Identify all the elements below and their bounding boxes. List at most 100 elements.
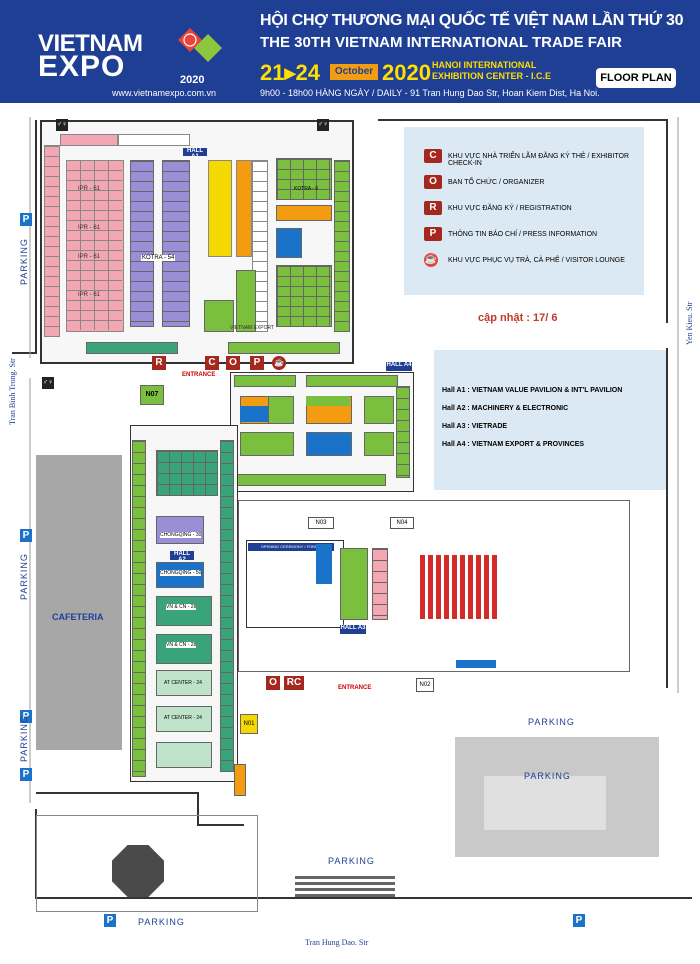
title-vietnamese: HỘI CHỢ THƯƠNG MẠI QUỐC TẾ VIỆT NAM LẦN … bbox=[260, 12, 684, 29]
booth-block[interactable] bbox=[204, 300, 234, 332]
booth-block[interactable] bbox=[276, 228, 302, 258]
vietrade-booth-block[interactable] bbox=[340, 548, 368, 620]
street-left: Tran Binh Trong. Str bbox=[8, 358, 17, 425]
n04-booth[interactable]: N04 bbox=[390, 517, 414, 529]
booth-column[interactable] bbox=[252, 160, 268, 332]
opening-forum-label: OPENING CEREMONY / FORUM bbox=[248, 543, 334, 551]
booth-block[interactable] bbox=[240, 406, 268, 422]
booth-row[interactable] bbox=[228, 342, 340, 354]
booth-block[interactable] bbox=[306, 396, 350, 406]
lounge-marker-icon[interactable]: ☕ bbox=[272, 356, 286, 370]
parking-icon: P bbox=[573, 914, 585, 927]
entrance-label: ENTRANCE bbox=[338, 685, 372, 691]
parking-label: PARKING bbox=[528, 717, 575, 727]
floor-plan-button[interactable]: FLOOR PLAN bbox=[596, 68, 676, 88]
cafeteria-area[interactable] bbox=[36, 455, 122, 750]
street-bottom: Tran Hung Dao. Str bbox=[305, 938, 369, 947]
booth-row[interactable] bbox=[306, 375, 398, 387]
website-link[interactable]: www.vietnamexpo.com.vn bbox=[112, 88, 217, 98]
booth-block[interactable] bbox=[236, 270, 256, 332]
booth-block[interactable] bbox=[156, 742, 212, 768]
n02-booth[interactable]: N02 bbox=[416, 678, 434, 692]
chongqing-30-label: CHONGQING - 30 bbox=[160, 532, 202, 538]
booth-block[interactable] bbox=[276, 158, 332, 200]
booth-block[interactable] bbox=[156, 706, 212, 732]
parking-label: PARKING bbox=[19, 238, 29, 285]
booth-block[interactable] bbox=[156, 670, 212, 696]
parking-icon: P bbox=[104, 914, 116, 927]
booth-block[interactable] bbox=[364, 432, 394, 456]
booth-row[interactable] bbox=[86, 342, 178, 354]
booth-row[interactable] bbox=[60, 134, 118, 146]
ipr-label: IPR - 61 bbox=[78, 186, 101, 192]
booth-column[interactable] bbox=[396, 386, 410, 478]
kotra-54-label: KOTRA - 54 bbox=[141, 255, 176, 261]
year-text: 2020 bbox=[382, 60, 431, 85]
opening-hours: 9h00 - 18h00 HÀNG NGÀY / DAILY - 91 Tran… bbox=[260, 88, 600, 98]
booth-column[interactable] bbox=[372, 548, 388, 620]
hall-a3-tag: HALL A3 bbox=[340, 625, 366, 634]
vncn-28-label: VN & CN - 28 bbox=[166, 642, 197, 648]
road-marking bbox=[295, 876, 395, 898]
date-range: 21▸24 bbox=[260, 60, 320, 85]
booth-block[interactable] bbox=[240, 432, 294, 456]
ipr-booth-grid bbox=[66, 160, 122, 330]
kotra-booth-block[interactable] bbox=[162, 160, 190, 327]
booth-block[interactable] bbox=[306, 432, 352, 456]
registration-checkin-marker[interactable]: RC bbox=[284, 676, 304, 690]
booth-column[interactable] bbox=[334, 160, 350, 332]
booth-block[interactable] bbox=[156, 634, 212, 664]
booth-block[interactable] bbox=[268, 396, 294, 424]
parking-icon: P bbox=[20, 213, 32, 226]
n07-booth[interactable]: N07 bbox=[140, 385, 164, 405]
booth-block[interactable] bbox=[364, 396, 394, 424]
booth-column[interactable] bbox=[236, 160, 252, 257]
booth-row[interactable] bbox=[234, 375, 296, 387]
vncn-28-label: VN & CN - 28 bbox=[166, 604, 197, 610]
legend-label: BAN TỔ CHỨC / ORGANIZER bbox=[448, 179, 545, 186]
title-english: THE 30TH VIETNAM INTERNATIONAL TRADE FAI… bbox=[260, 34, 622, 51]
legend-label: KHU VỰC ĐĂNG KÝ / REGISTRATION bbox=[448, 205, 572, 212]
ipr-label: IPR - 61 bbox=[78, 292, 101, 298]
legend-label: THÔNG TIN BÁO CHÍ / PRESS INFORMATION bbox=[448, 231, 598, 238]
logo-emblem-icon bbox=[178, 28, 222, 62]
legend-icon: P bbox=[424, 227, 442, 241]
kotra-booth-block[interactable] bbox=[130, 160, 154, 327]
booth-block[interactable] bbox=[156, 450, 218, 496]
logo-expo: EXPO bbox=[38, 50, 126, 83]
booth-row[interactable] bbox=[118, 134, 190, 146]
seating-area bbox=[420, 555, 500, 619]
hall-a1-tag: HALL A1 bbox=[183, 148, 207, 160]
organizer-marker[interactable]: O bbox=[226, 356, 240, 370]
entrance-label: ENTRANCE bbox=[182, 372, 216, 378]
parking-icon: P bbox=[20, 529, 32, 542]
n03-booth[interactable]: N03 bbox=[308, 517, 334, 529]
sponsor-booth[interactable] bbox=[208, 160, 232, 257]
chongqing-booth-block[interactable] bbox=[156, 516, 204, 544]
parking-lot bbox=[36, 815, 258, 912]
booth-row[interactable] bbox=[234, 474, 386, 486]
legend-icon: R bbox=[424, 201, 442, 215]
checkin-marker[interactable]: C bbox=[205, 356, 219, 370]
booth-column[interactable] bbox=[44, 145, 60, 337]
n01-booth[interactable]: N01 bbox=[240, 714, 258, 734]
toilet-icon: ♂♀ bbox=[56, 119, 68, 131]
stage-area bbox=[316, 544, 332, 584]
at-center-label: AT CENTER - 24 bbox=[164, 715, 202, 721]
ipr-label: IPR - 61 bbox=[78, 225, 101, 231]
press-marker[interactable]: P bbox=[250, 356, 264, 370]
venue-line-1: HANOI INTERNATIONAL bbox=[432, 60, 537, 70]
booth-column[interactable] bbox=[220, 440, 234, 772]
booth-block[interactable] bbox=[156, 596, 212, 626]
booth-block[interactable] bbox=[276, 265, 332, 327]
booth-block[interactable] bbox=[234, 764, 246, 796]
organizer-marker[interactable]: O bbox=[266, 676, 280, 690]
legend-box: C KHU VỰC NHÀ TRIỂN LÃM ĐĂNG KÝ THẺ / EX… bbox=[404, 127, 644, 295]
hall-description: Hall A1 : VIETNAM VALUE PAVILION & INT'L… bbox=[442, 387, 623, 394]
legend-label: KHU VỰC PHỤC VỤ TRÀ, CÀ PHÊ / VISITOR LO… bbox=[448, 257, 625, 264]
booth-block[interactable] bbox=[276, 205, 332, 221]
hall-description: Hall A4 : VIETNAM EXPORT & PROVINCES bbox=[442, 441, 585, 448]
logo-vietnam: VIETNAM bbox=[38, 30, 143, 57]
registration-marker[interactable]: R bbox=[152, 356, 166, 370]
booth-column[interactable] bbox=[132, 440, 146, 777]
